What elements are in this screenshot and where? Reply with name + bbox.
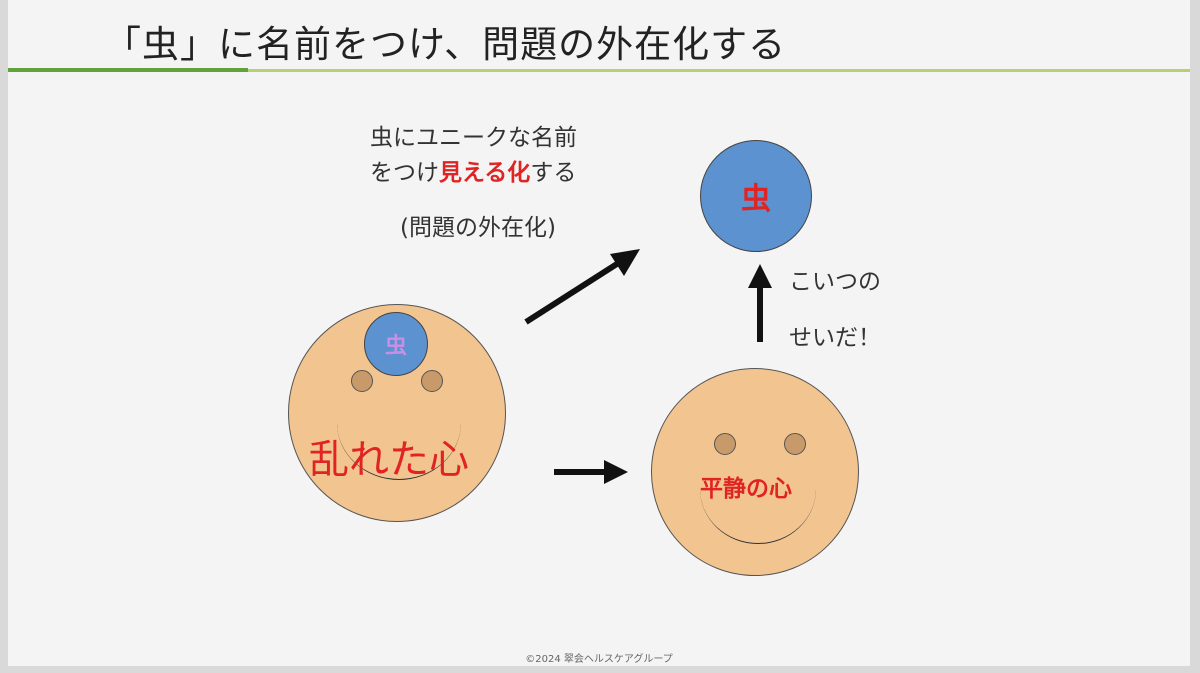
smile bbox=[700, 489, 816, 544]
title-underline-accent bbox=[8, 68, 248, 72]
caption-line-2-pre: をつけ bbox=[370, 160, 439, 186]
speech-line-2: せいだ！ bbox=[789, 325, 881, 351]
right-arrow bbox=[554, 460, 628, 484]
right-eye bbox=[421, 370, 443, 392]
mouth bbox=[337, 423, 461, 480]
slide-title: 「虫」に名前をつけ、問題の外在化する bbox=[104, 23, 787, 66]
arrows-layer bbox=[524, 249, 772, 484]
slide: 「虫」に名前をつけ、問題の外在化する 虫にユニークな名前 をつけ見える化する (… bbox=[8, 0, 1190, 666]
small-bug-label: 虫 bbox=[384, 334, 407, 359]
troubled-heart-label: 乱れた心 bbox=[309, 437, 469, 483]
caption-highlight: 見える化 bbox=[439, 160, 531, 186]
up-arrow bbox=[748, 264, 772, 342]
left-eye bbox=[351, 370, 373, 392]
calm-heart-face: 平静の心 bbox=[651, 368, 859, 576]
bug-circle: 虫 bbox=[700, 140, 812, 252]
small-bug-circle: 虫 bbox=[364, 312, 428, 376]
left-eye bbox=[714, 433, 736, 455]
copyright-footer: ©2024 翠会ヘルスケアグループ bbox=[525, 654, 673, 665]
caption-line-2: をつけ見える化する bbox=[370, 153, 576, 187]
caption-line-3: (問題の外在化) bbox=[400, 215, 556, 241]
caption-line-1: 虫にユニークな名前 bbox=[370, 125, 577, 151]
title-underline bbox=[248, 69, 1190, 72]
diagonal-arrow bbox=[524, 249, 640, 325]
caption-line-2-post: する bbox=[530, 160, 577, 186]
speech-line-1: こいつの bbox=[789, 269, 881, 295]
bug-label: 虫 bbox=[741, 182, 771, 217]
right-eye bbox=[784, 433, 806, 455]
